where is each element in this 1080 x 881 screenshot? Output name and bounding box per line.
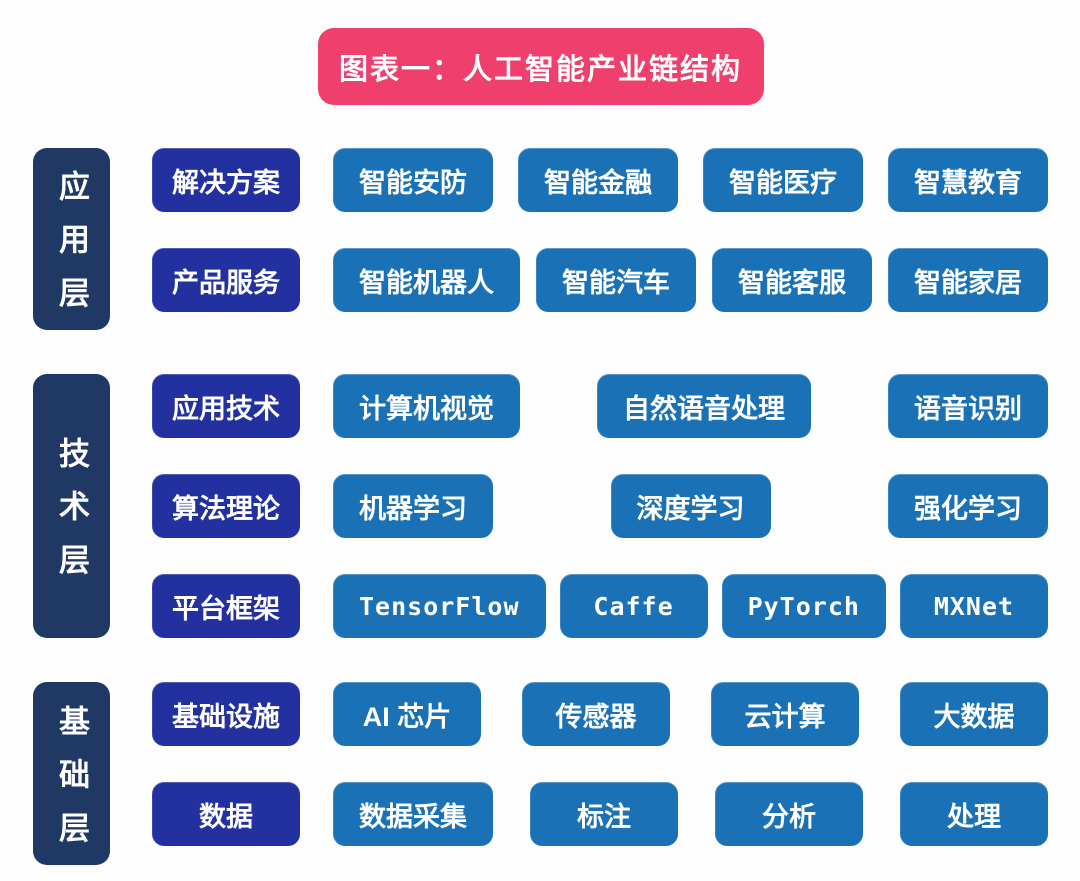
row-items: AI 芯片传感器云计算大数据: [333, 682, 1048, 747]
category-box: 算法理论: [152, 474, 300, 539]
category-box: 基础设施: [152, 682, 300, 747]
item-box: 语音识别: [888, 374, 1048, 439]
item-box: 智能家居: [888, 248, 1048, 312]
category-box: 数据: [152, 782, 300, 847]
industry-chain-diagram: 应用层解决方案智能安防智能金融智能医疗智慧教育产品服务智能机器人智能汽车智能客服…: [33, 148, 1048, 865]
item-box: 传感器: [522, 682, 670, 747]
item-box: 智能汽车: [536, 248, 696, 312]
category-box: 平台框架: [152, 574, 300, 639]
row-items: 计算机视觉 自然语音处理 语音识别: [333, 374, 1048, 439]
layer-rows: 解决方案智能安防智能金融智能医疗智慧教育产品服务智能机器人智能汽车智能客服智能家…: [152, 148, 1048, 330]
row-items: 智能安防智能金融智能医疗智慧教育: [333, 148, 1048, 212]
item-box: 标注: [530, 782, 678, 847]
item-box: AI 芯片: [333, 682, 481, 747]
item-box: 大数据: [900, 682, 1048, 747]
layer-rows: 应用技术计算机视觉 自然语音处理 语音识别算法理论机器学习 深度学习 强化学习平台框架 T…: [152, 374, 1048, 639]
item-box: 智能医疗: [703, 148, 863, 212]
item-box: 智慧教育: [888, 148, 1048, 212]
item-box: Caffe: [559, 574, 708, 639]
item-box: 云计算: [711, 682, 859, 747]
item-box: 处理: [900, 782, 1048, 847]
item-box: 智能安防: [333, 148, 493, 212]
row-items: 数据采集标注分析处理: [333, 782, 1048, 847]
category-box: 应用技术: [152, 374, 300, 439]
item-box: 强化学习: [888, 474, 1048, 539]
item-box: MXNet: [899, 574, 1048, 639]
item-box: TensorFlow: [333, 574, 546, 639]
diagram-row: 应用技术计算机视觉 自然语音处理 语音识别: [152, 374, 1048, 439]
diagram-row: 产品服务智能机器人智能汽车智能客服智能家居: [152, 248, 1048, 312]
item-box: 深度学习: [610, 474, 771, 539]
layer-section: 应用层解决方案智能安防智能金融智能医疗智慧教育产品服务智能机器人智能汽车智能客服…: [33, 148, 1048, 331]
item-box: 机器学习: [333, 474, 493, 539]
diagram-row: 算法理论机器学习 深度学习 强化学习: [152, 474, 1048, 539]
diagram-title-banner: 图表一：人工智能产业链结构: [317, 28, 764, 105]
item-box: 智能客服: [712, 248, 872, 312]
row-items: 机器学习 深度学习 强化学习: [333, 474, 1048, 539]
layer-label: 基础层: [33, 682, 110, 865]
item-box: 分析: [715, 782, 863, 847]
diagram-row: 数据数据采集标注分析处理: [152, 782, 1048, 847]
layer-label: 技术层: [33, 374, 110, 639]
item-box: 数据采集: [333, 782, 493, 847]
category-box: 解决方案: [152, 148, 300, 212]
item-box: PyTorch: [721, 574, 886, 639]
item-box: 智能机器人: [333, 248, 520, 312]
item-box: 智能金融: [518, 148, 678, 212]
layer-section: 技术层应用技术计算机视觉 自然语音处理 语音识别算法理论机器学习 深度学习 强化学习平台…: [33, 374, 1048, 639]
diagram-row: 解决方案智能安防智能金融智能医疗智慧教育: [152, 148, 1048, 212]
diagram-row: 基础设施 AI 芯片传感器云计算大数据: [152, 682, 1048, 747]
item-box: 计算机视觉: [333, 374, 520, 439]
row-items: 智能机器人智能汽车智能客服智能家居: [333, 248, 1048, 312]
item-box: 自然语音处理: [597, 374, 811, 439]
layer-label: 应用层: [33, 148, 110, 331]
category-box: 产品服务: [152, 248, 300, 312]
